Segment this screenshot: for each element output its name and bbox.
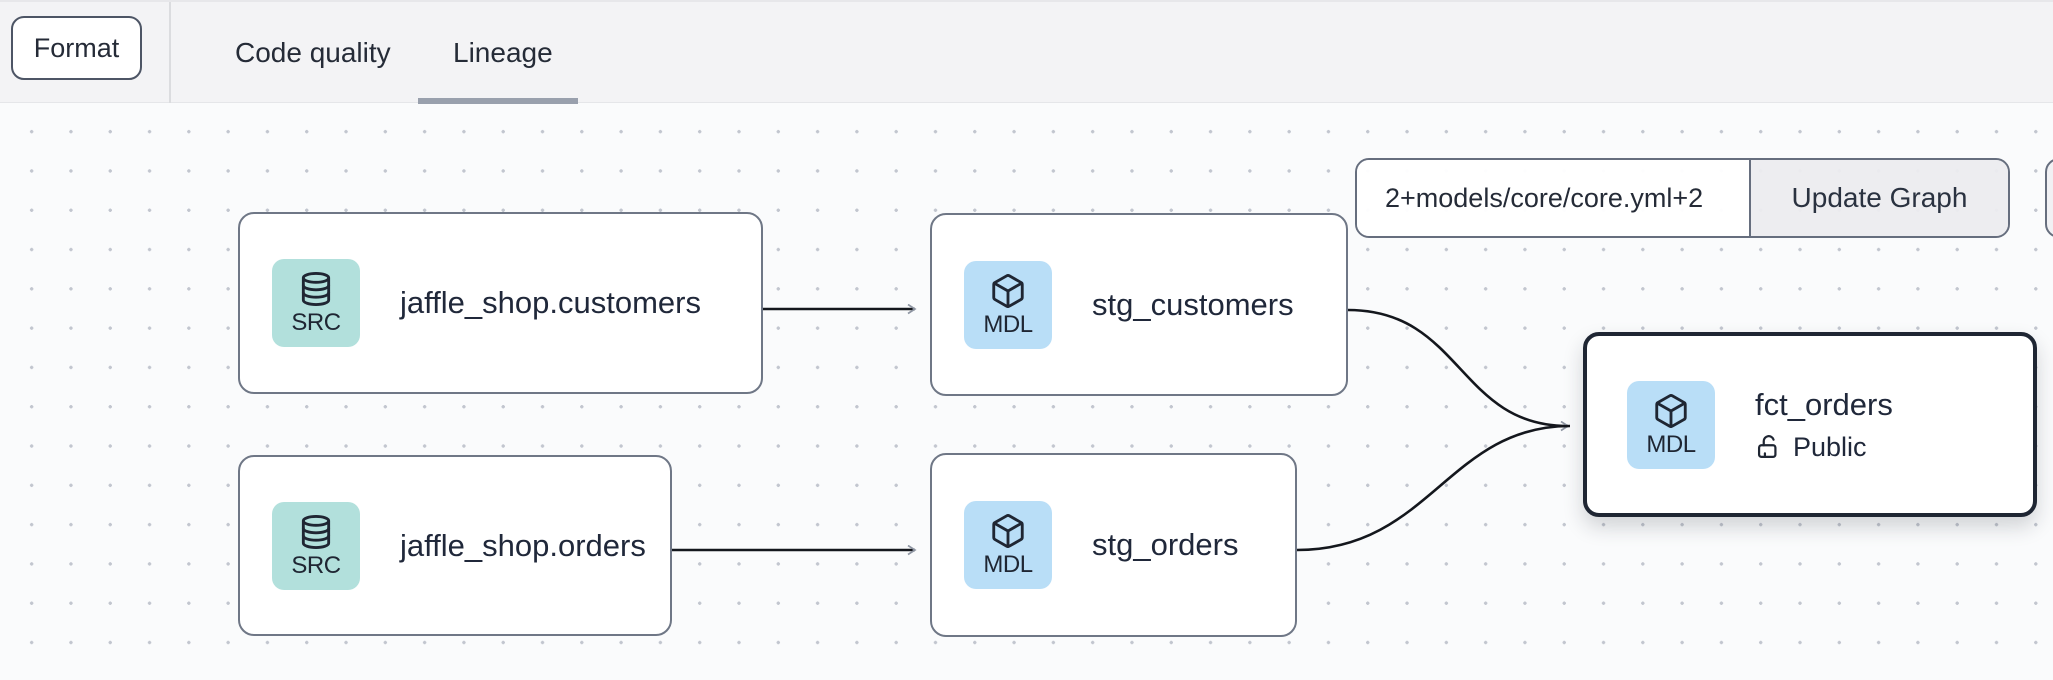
lock-open-icon [1757, 435, 1777, 459]
update-graph-button[interactable]: Update Graph [1749, 160, 2008, 236]
edge-stg-customers-to-fct-orders[interactable] [1347, 308, 1568, 426]
badge-label: MDL [983, 310, 1033, 338]
node-label: fct_orders [1755, 386, 1893, 422]
node-label: jaffle_shop.customers [400, 285, 701, 320]
access-row: Public [1755, 432, 1893, 463]
badge-label: MDL [983, 551, 1033, 579]
tab-lineage[interactable]: Lineage [453, 36, 553, 68]
database-icon [301, 272, 331, 307]
cube-icon [992, 273, 1024, 308]
selector-toolbar: Update Graph [1355, 158, 2010, 238]
node-stg-customers[interactable]: MDL stg_customers [930, 213, 1348, 396]
partial-button-right-edge[interactable] [2045, 158, 2053, 238]
tab-code-quality[interactable]: Code quality [235, 36, 391, 68]
node-fct-orders[interactable]: MDL fct_orders Public [1583, 332, 2037, 517]
source-badge: SRC [272, 259, 360, 347]
node-jaffle-shop-customers[interactable]: SRC jaffle_shop.customers [238, 212, 763, 394]
node-stg-orders[interactable]: MDL stg_orders [930, 453, 1297, 637]
node-jaffle-shop-orders[interactable]: SRC jaffle_shop.orders [238, 455, 672, 636]
selector-input[interactable] [1357, 160, 1749, 236]
model-badge: MDL [964, 501, 1052, 589]
badge-label: MDL [1646, 430, 1696, 458]
model-badge: MDL [1627, 380, 1715, 469]
database-icon [301, 514, 331, 549]
node-label: stg_orders [1092, 527, 1239, 562]
cube-icon [992, 514, 1024, 549]
active-tab-underline [418, 98, 578, 104]
access-label: Public [1793, 431, 1867, 462]
cube-icon [1655, 393, 1687, 428]
format-button[interactable]: Format [11, 16, 142, 80]
header-divider [169, 2, 171, 103]
model-badge: MDL [964, 260, 1052, 349]
source-badge: SRC [272, 501, 360, 590]
badge-label: SRC [291, 551, 341, 579]
node-label: jaffle_shop.orders [400, 527, 646, 563]
badge-label: SRC [291, 309, 341, 337]
node-label: stg_customers [1092, 286, 1294, 322]
toolbar-header: Format Code quality Lineage [0, 0, 2053, 104]
edge-stg-orders-to-fct-orders[interactable] [1296, 424, 1571, 552]
